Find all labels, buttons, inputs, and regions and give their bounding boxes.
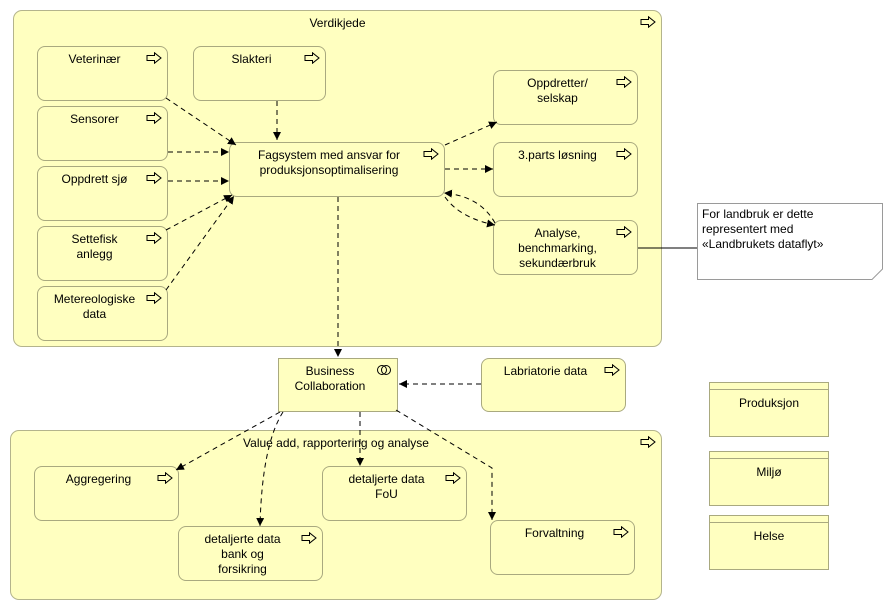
- process-arrow-icon: [423, 148, 439, 160]
- box-veterinaer[interactable]: Veterinær: [37, 46, 168, 101]
- box-oppdrett-sjo[interactable]: Oppdrett sjø: [37, 166, 168, 221]
- process-arrow-icon: [616, 148, 632, 160]
- box-detaljerte-bank-label: detaljerte data bank og forsikring: [204, 532, 281, 576]
- box-labriatorie-label: Labriatorie data: [503, 364, 588, 378]
- box-tredjeparts[interactable]: 3.parts løsning: [493, 142, 638, 197]
- legend-divider: [710, 458, 828, 459]
- legend-divider: [710, 389, 828, 390]
- box-oppdretter[interactable]: Oppdretter/ selskap: [493, 70, 638, 125]
- process-arrow-icon: [146, 112, 162, 124]
- flow-fagsystem-analyse: [444, 196, 496, 228]
- legend-produksjon: Produksjon: [709, 382, 829, 437]
- note-shape: [697, 203, 883, 280]
- box-tredjeparts-label: 3.parts løsning: [518, 148, 597, 162]
- note-landbruk: For landbruk er dette representert med «…: [697, 203, 883, 280]
- flow-business-bank: [256, 411, 284, 527]
- box-oppdretter-label: Oppdretter/ selskap: [527, 76, 588, 105]
- box-analyse-label: Analyse, benchmarking, sekundærbruk: [518, 226, 597, 270]
- box-aggregering[interactable]: Aggregering: [34, 466, 179, 521]
- process-arrow-icon: [146, 52, 162, 64]
- process-arrow-icon: [616, 76, 632, 88]
- process-arrow-icon: [146, 292, 162, 304]
- process-arrow-icon: [640, 16, 656, 28]
- box-fagsystem[interactable]: Fagsystem med ansvar for produksjonsopti…: [229, 142, 445, 197]
- box-sensorer[interactable]: Sensorer: [37, 106, 168, 161]
- group-value-add-label: Value add, rapportering og analyse: [243, 436, 429, 450]
- flow-fagsystem-oppdretter: [444, 121, 498, 146]
- process-arrow-icon: [616, 226, 632, 238]
- legend-helse: Helse: [709, 515, 829, 570]
- box-metereologiske[interactable]: Metereologiske data: [37, 286, 168, 341]
- process-arrow-icon: [640, 436, 656, 448]
- legend-divider: [710, 522, 828, 523]
- flow-settefisk-fagsystem: [165, 194, 233, 231]
- box-forvaltning[interactable]: Forvaltning: [490, 520, 635, 575]
- legend-helse-label: Helse: [753, 529, 785, 543]
- box-slakteri[interactable]: Slakteri: [193, 46, 326, 101]
- box-settefisk[interactable]: Settefisk anlegg: [37, 226, 168, 281]
- box-aggregering-label: Aggregering: [65, 472, 132, 486]
- process-arrow-icon: [604, 364, 620, 376]
- process-arrow-icon: [304, 52, 320, 64]
- box-forvaltning-label: Forvaltning: [524, 526, 585, 540]
- box-settefisk-label: Settefisk anlegg: [71, 232, 118, 261]
- box-business-collaboration-label: Business Collaboration: [294, 364, 366, 393]
- process-arrow-icon: [157, 472, 173, 484]
- flow-veterinaer-fagsystem: [165, 97, 237, 146]
- group-verdikjede-label: Verdikjede: [309, 16, 366, 30]
- box-veterinaer-label: Veterinær: [68, 52, 121, 66]
- legend-produksjon-label: Produksjon: [738, 396, 800, 410]
- box-labriatorie[interactable]: Labriatorie data: [481, 358, 626, 412]
- box-oppdrett-sjo-label: Oppdrett sjø: [61, 172, 128, 186]
- process-arrow-icon: [146, 172, 162, 184]
- legend-miljo: Miljø: [709, 451, 829, 506]
- box-detaljerte-fou[interactable]: detaljerte data FoU: [322, 466, 467, 521]
- box-detaljerte-fou-label: detaljerte data FoU: [348, 472, 425, 501]
- box-business-collaboration[interactable]: Business Collaboration: [278, 358, 398, 412]
- process-arrow-icon: [301, 532, 317, 544]
- note-text: For landbruk er dette representert med «…: [702, 207, 824, 251]
- box-metereologiske-label: Metereologiske data: [53, 292, 136, 321]
- process-arrow-icon: [445, 472, 461, 484]
- process-arrow-icon: [146, 232, 162, 244]
- box-sensorer-label: Sensorer: [70, 112, 119, 126]
- legend-miljo-label: Miljø: [756, 465, 782, 479]
- process-arrow-icon: [613, 526, 629, 538]
- box-fagsystem-label: Fagsystem med ansvar for produksjonsopti…: [257, 148, 401, 177]
- box-slakteri-label: Slakteri: [231, 52, 272, 66]
- box-analyse[interactable]: Analyse, benchmarking, sekundærbruk: [493, 220, 638, 275]
- flow-metereologiske-fagsystem: [165, 195, 235, 291]
- flow-business-forvaltning: [395, 409, 496, 520]
- flow-business-aggregering: [175, 411, 281, 471]
- box-detaljerte-bank[interactable]: detaljerte data bank og forsikring: [178, 526, 323, 581]
- flow-analyse-fagsystem: [443, 189, 496, 224]
- collaboration-icon: [377, 365, 391, 375]
